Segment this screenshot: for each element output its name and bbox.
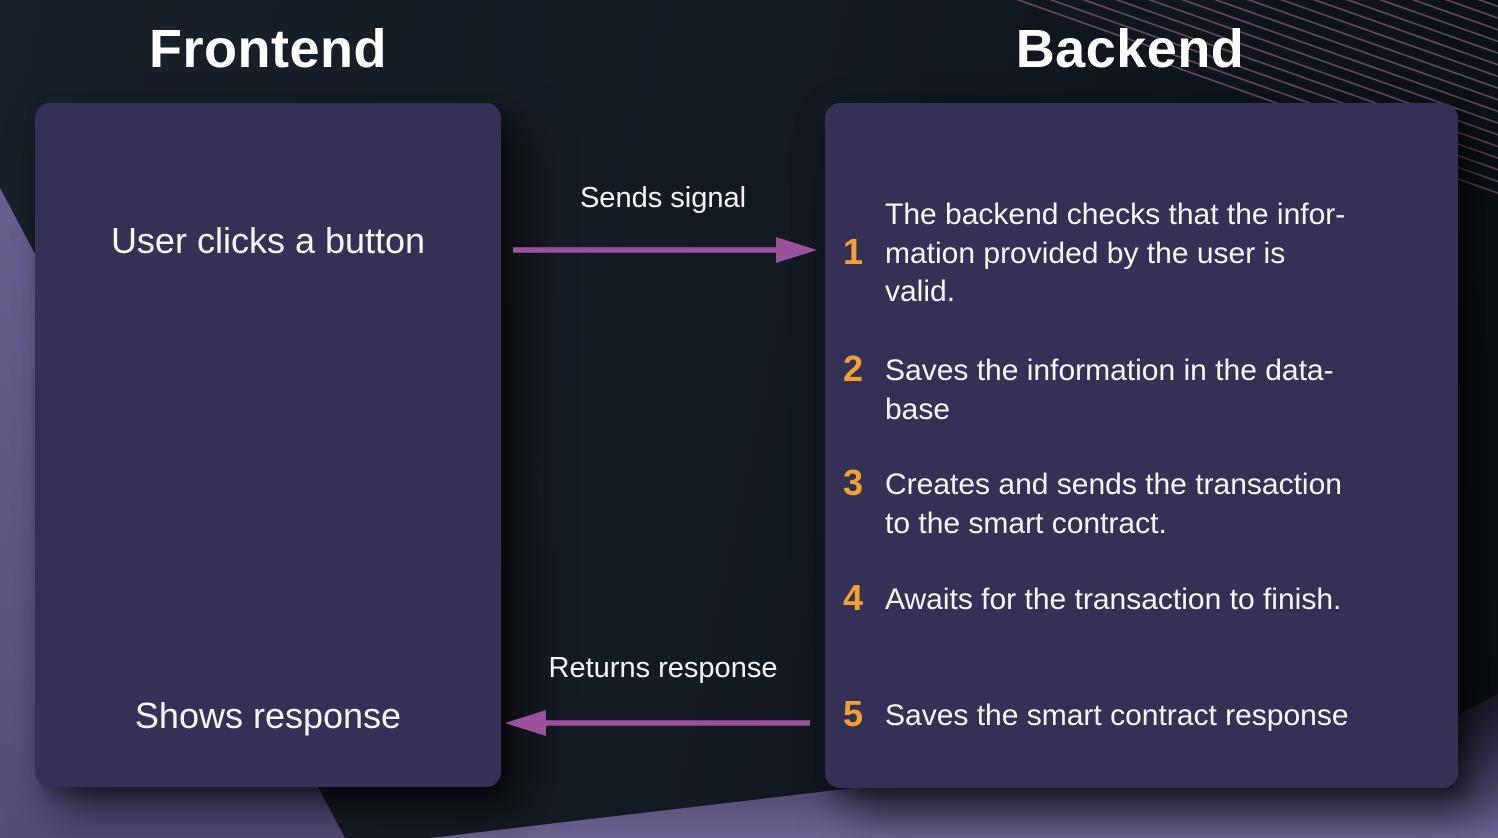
frontend-response-text: Shows response <box>134 695 402 736</box>
step-text: Saves the smart contract response <box>885 699 1349 732</box>
backend-step-5: 5 Saves the smart contract response <box>825 693 1458 736</box>
backend-title: Backend <box>1015 19 1245 79</box>
backend-step-4: 4 Awaits for the transaction to finish. <box>825 577 1458 620</box>
step-number: 3 <box>843 462 864 503</box>
backend-step-3: 3 Creates and sends the transaction to t… <box>825 462 1458 543</box>
step-text: The backend checks that the infor- matio… <box>885 198 1346 308</box>
step-number: 2 <box>843 348 864 389</box>
step-number: 5 <box>843 693 864 734</box>
backend-step-2: 2 Saves the information in the data- bas… <box>825 348 1458 429</box>
backend-card: 1 The backend checks that the infor- mat… <box>825 103 1458 788</box>
frontend-title: Frontend <box>149 19 387 79</box>
step-number: 4 <box>843 577 864 618</box>
step-number: 1 <box>843 230 864 272</box>
sends-signal-label: Sends signal <box>579 182 747 214</box>
step-text: Creates and sends the transaction to the… <box>885 468 1342 540</box>
step-text: Awaits for the transaction to finish. <box>885 583 1342 616</box>
step-text: Saves the information in the data- base <box>885 354 1334 426</box>
returns-response-label: Returns response <box>548 652 778 684</box>
frontend-card: User clicks a button Shows response <box>35 103 501 787</box>
frontend-action-text: User clicks a button <box>110 220 426 261</box>
sends-signal-arrow <box>513 237 817 263</box>
returns-response-arrow <box>505 710 810 736</box>
backend-step-1: 1 The backend checks that the infor- mat… <box>825 196 1458 312</box>
